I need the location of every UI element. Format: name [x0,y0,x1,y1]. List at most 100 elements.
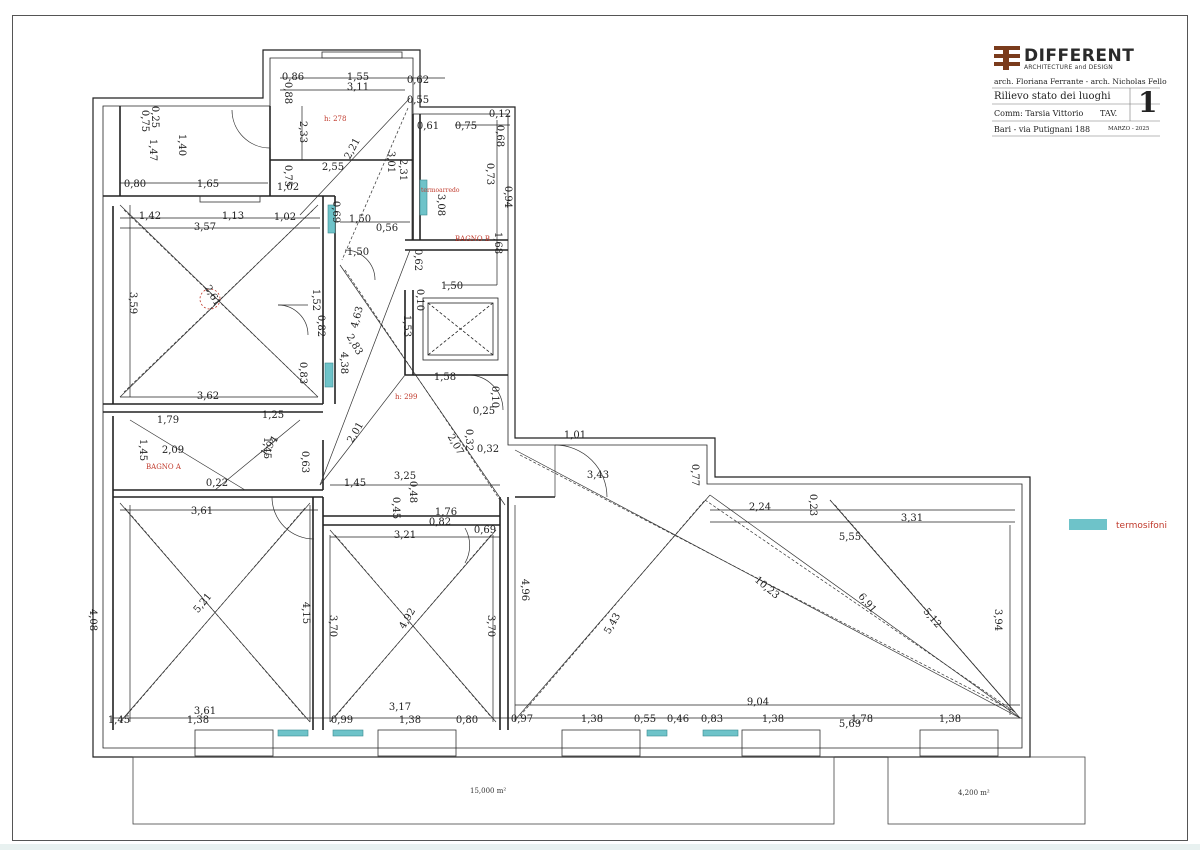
radiators [277,179,739,737]
sheet-number: 1 [1138,86,1158,119]
balcony-left [132,756,835,825]
door-swings [231,109,608,564]
dimension-label: 1,78 [851,714,873,725]
dimension-label: 2,33 [297,121,308,143]
dimension-label: 2,09 [162,445,184,456]
dimension-label: 3,17 [389,702,411,713]
dimension-label: 1,01 [564,430,586,441]
dimension-label: 4,08 [87,609,98,631]
balcony-right [887,756,1086,825]
dimension-label: 0,10 [489,386,500,408]
dimension-label: 0,75 [139,110,150,132]
dimension-label: 2,07 [445,432,466,457]
dimension-label: 1,38 [187,715,209,726]
dimension-label: 0,82 [429,517,451,528]
balcony-right-area: 4,200 m² [958,789,990,797]
dimension-label: 3,94 [992,609,1003,631]
dimension-label: 3,43 [587,470,609,481]
dimension-label: 0,82 [315,315,326,337]
room-label-bagno-b: BAGNO B [455,235,490,243]
drawing-title: Rilievo stato dei luoghi [994,91,1111,102]
dimension-label: 0,62 [412,249,423,271]
dimension-label: 0,55 [634,714,656,725]
dimension-label: 2,21 [343,136,363,161]
dimension-label: 1,52 [310,289,321,311]
dimension-label: 0,75 [282,165,293,187]
height-label-2: h: 299 [395,393,417,401]
dimension-label: 5,55 [839,532,861,543]
dimension-label: 5,21 [192,591,215,615]
sheet-label: TAV. [1100,109,1118,118]
dimension-label: 0,75 [455,121,477,132]
dimension-label: 1,53 [401,315,412,337]
dimension-label: 0,56 [376,223,398,234]
dimension-label: 3,70 [485,615,496,637]
height-label-1: h: 278 [324,115,346,123]
balcony-left-area: 15,000 m² [470,787,506,795]
architects: arch. Floriana Ferrante - arch. Nicholas… [994,77,1167,86]
dimension-label: 5,12 [921,606,944,630]
dimension-label: 0,68 [494,125,505,147]
dimension-label: 1,42 [139,211,161,222]
dimension-label: 1,25 [262,410,284,421]
room-label-bagno-a: BAGNO A [146,463,182,471]
dimension-label: 4,63 [349,305,365,329]
dimension-label: 1,40 [176,134,187,156]
dimension-label: 0,63 [299,451,310,473]
dimension-label: 4,15 [300,602,311,624]
interior-walls [103,106,555,730]
dimension-lines [113,77,1022,722]
dimension-label: 3,31 [901,513,923,524]
dimension-label: 3,61 [194,706,216,717]
dimension-label: 1,02 [277,182,299,193]
dimension-label: 3,59 [127,292,138,314]
logo-mark [994,46,1020,70]
dimension-label: 6,91 [856,591,879,615]
title-block-lines [992,87,1160,137]
dimension-label: 3,25 [394,471,416,482]
dimension-label: 0,10 [414,289,425,311]
dimension-label: 3,61 [191,506,213,517]
dimension-label: 1,38 [399,715,421,726]
room-diagonals [119,97,1021,723]
dimension-label: 4,96 [519,579,530,601]
sheet-border [12,15,1188,841]
dimension-label: 2,01 [346,420,367,445]
dimension-label: 0,25 [149,106,160,128]
dimension-label: 0,97 [511,714,533,725]
dimension-label: 0,32 [477,444,499,455]
dimension-label: 2,55 [322,162,344,173]
dimension-label: 0,69 [474,525,496,536]
dimension-label: 3,08 [435,194,446,216]
dimension-label: 1,13 [222,211,244,222]
dimension-label: 0,99 [331,715,353,726]
dimension-label: 2,31 [397,159,408,181]
dimension-label: 4,92 [398,606,419,631]
dimension-label: 3,62 [197,391,219,402]
dimension-label: 0,61 [417,121,439,132]
dimension-label: 0,48 [407,481,418,503]
dimension-label: 0,22 [206,478,228,489]
dimension-label: 1,47 [147,139,158,161]
dimension-label: 3,70 [327,615,338,637]
dimension-label: 1,65 [197,179,219,190]
dimension-label: 4,38 [338,352,349,374]
dimension-label: 1,45 [108,715,130,726]
dimension-label: 1,50 [347,247,369,258]
dimension-label: 9,04 [747,697,769,708]
dimension-label: 2,61 [202,283,223,308]
dimension-label: 3,11 [347,82,369,93]
firm-name: DIFFERENT [1024,46,1135,66]
dimension-label: 0,55 [407,95,429,106]
dimension-label: 1,02 [274,212,296,223]
shower-tray [422,297,499,361]
dimension-label: 5,69 [839,719,861,730]
dimension-label: 0,83 [297,362,308,384]
dimension-label: 0,69 [330,201,341,223]
heated-rail-label: termoarredo [421,187,460,194]
dimension-label: 1,55 [347,72,369,83]
dimension-label: 1,79 [157,415,179,426]
dimension-label: 1,38 [939,714,961,725]
